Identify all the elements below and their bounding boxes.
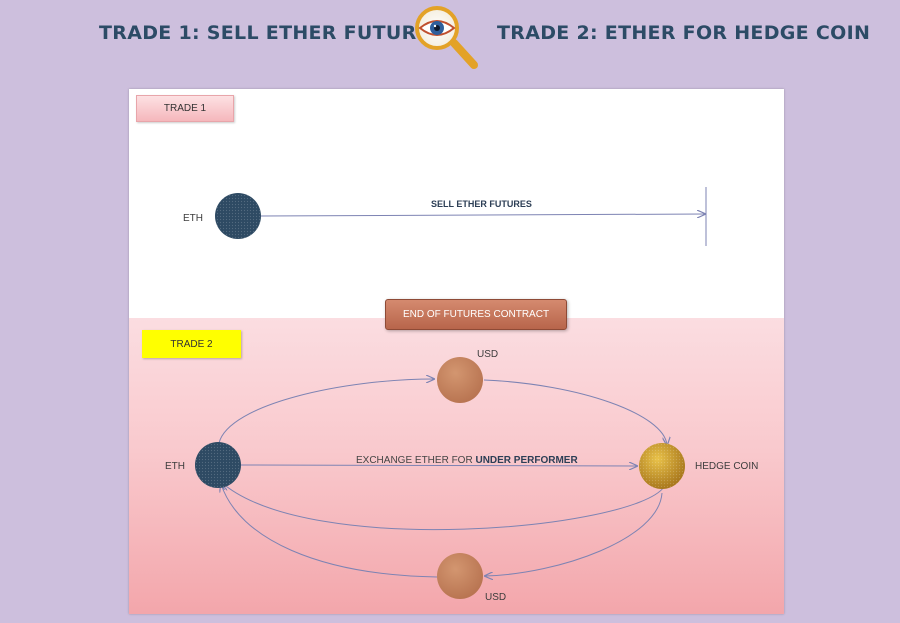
title-trade-1: TRADE 1: SELL ETHER FUTURES [99,22,444,44]
end-of-futures-contract-box: END OF FUTURES CONTRACT [385,299,567,330]
arrow-hedge-to-eth-inner [221,482,665,531]
arrow-hedge-to-usd-bottom [485,492,663,576]
arrow-usd-bottom-to-eth [221,484,438,578]
usd-label-bottom: USD [485,592,507,603]
arrow-eth-to-usd-top [218,379,434,444]
eth-label-trade-2: ETH [165,461,185,472]
sell-futures-label: SELL ETHER FUTURES [431,199,532,209]
hedge-coin-node-texture [639,443,685,489]
hedge-coin-label: HEDGE COIN [695,461,759,472]
eth-node-trade-1-texture [215,193,261,239]
exchange-arrow [239,465,637,466]
usd-node-top [437,357,483,403]
diagram-canvas [195,187,707,599]
exchange-label-emphasis: UNDER PERFORMER [475,455,578,466]
eye-magnifier-icon [415,6,478,69]
exchange-label-text: EXCHANGE ETHER FOR [356,455,476,466]
title-trade-2: TRADE 2: ETHER FOR HEDGE COIN [497,22,871,44]
arrow-usd-top-to-hedge [483,379,667,445]
usd-node-bottom [437,553,483,599]
trade-1-tag: TRADE 1 [136,95,234,122]
trade-2-tag: TRADE 2 [142,330,241,358]
diagram-panel: TRADE 1 ETH SELL ETHER FUTURES END OF FU… [129,89,784,614]
eth-node-trade-2-texture [195,442,241,488]
usd-label-top: USD [477,349,499,360]
eth-label-trade-1: ETH [183,213,203,224]
exchange-label: EXCHANGE ETHER FOR UNDER PERFORMER [356,455,578,466]
sell-futures-arrow [259,214,705,216]
